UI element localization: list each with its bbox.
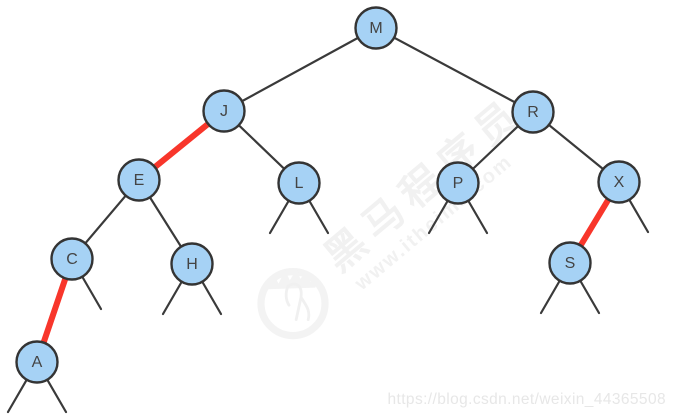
node-label-J: J [220,103,228,120]
node-label-E: E [134,172,145,189]
node-circle-R [511,90,555,134]
node-label-P: P [453,175,464,192]
node-circle-L [277,161,321,205]
node-circle-J [202,89,246,133]
horse-logo-icon [257,268,329,340]
tree-node-M: M [354,6,398,50]
tree-node-C: C [50,237,94,281]
tree-node-S: S [548,241,592,285]
node-label-H: H [186,256,198,273]
node-circle-E [117,158,161,202]
node-label-S: S [565,255,576,272]
node-circle-X [597,160,641,204]
tree-node-X: X [597,160,641,204]
node-circle-A [15,340,59,384]
node-label-M: M [369,20,382,37]
tree-node-E: E [117,158,161,202]
itheima-logo-watermark-icon [253,262,333,342]
node-label-A: A [32,354,43,371]
node-circle-M [354,6,398,50]
tree-node-L: L [277,161,321,205]
node-label-R: R [527,104,539,121]
tree-node-J: J [202,89,246,133]
node-circle-S [548,241,592,285]
node-circle-C [50,237,94,281]
edge-M-R [374,26,535,114]
tree-node-R: R [511,90,555,134]
node-circle-H [170,242,214,286]
node-label-C: C [66,251,78,268]
node-circle-P [436,161,480,205]
tree-node-H: H [170,242,214,286]
node-label-X: X [614,174,625,191]
edge-M-J [222,26,378,113]
tree-node-P: P [436,161,480,205]
csdn-url-watermark: https://blog.csdn.net/weixin_44365508 [387,391,666,408]
node-label-L: L [295,175,304,192]
tree-node-A: A [15,340,59,384]
